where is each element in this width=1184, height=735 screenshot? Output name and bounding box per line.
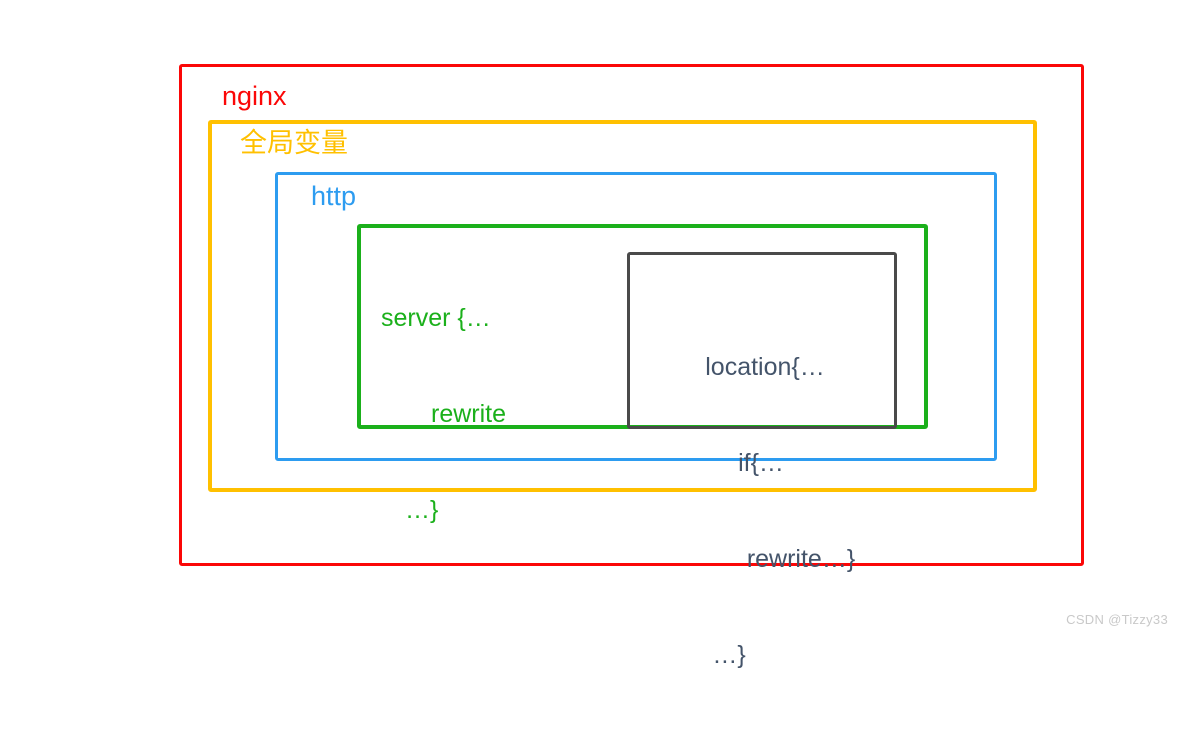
server-code-line-3: …} [405,496,439,524]
watermark: CSDN @Tizzy33 [1066,612,1168,627]
location-code: location{… if{… rewrite…} …} [630,287,900,735]
location-block: location{… if{… rewrite…} …} [627,252,897,669]
location-code-line-2: if{… [738,449,784,477]
location-code-line-1: location{… [705,353,825,381]
server-code: server {… rewrite …} [381,238,506,590]
http-label: http [311,181,357,211]
server-block: server {… rewrite …} location{… if{… rew… [357,224,928,669]
location-code-line-4: …} [712,641,746,669]
diagram-canvas: nginx 全局变量 http server {… rewrite …} [179,64,1168,669]
nginx-label: nginx [222,81,287,111]
nginx-block: nginx 全局变量 http server {… rewrite …} [179,64,1084,669]
global-variables-label: 全局变量 [240,128,348,158]
location-code-line-3: rewrite…} [746,545,856,573]
http-block: http server {… rewrite …} location{… if{… [275,172,997,669]
server-code-line-1: server {… [381,304,491,332]
server-code-line-2: rewrite [431,400,507,428]
global-variables-block: 全局变量 http server {… rewrite …} location{… [208,120,1037,669]
